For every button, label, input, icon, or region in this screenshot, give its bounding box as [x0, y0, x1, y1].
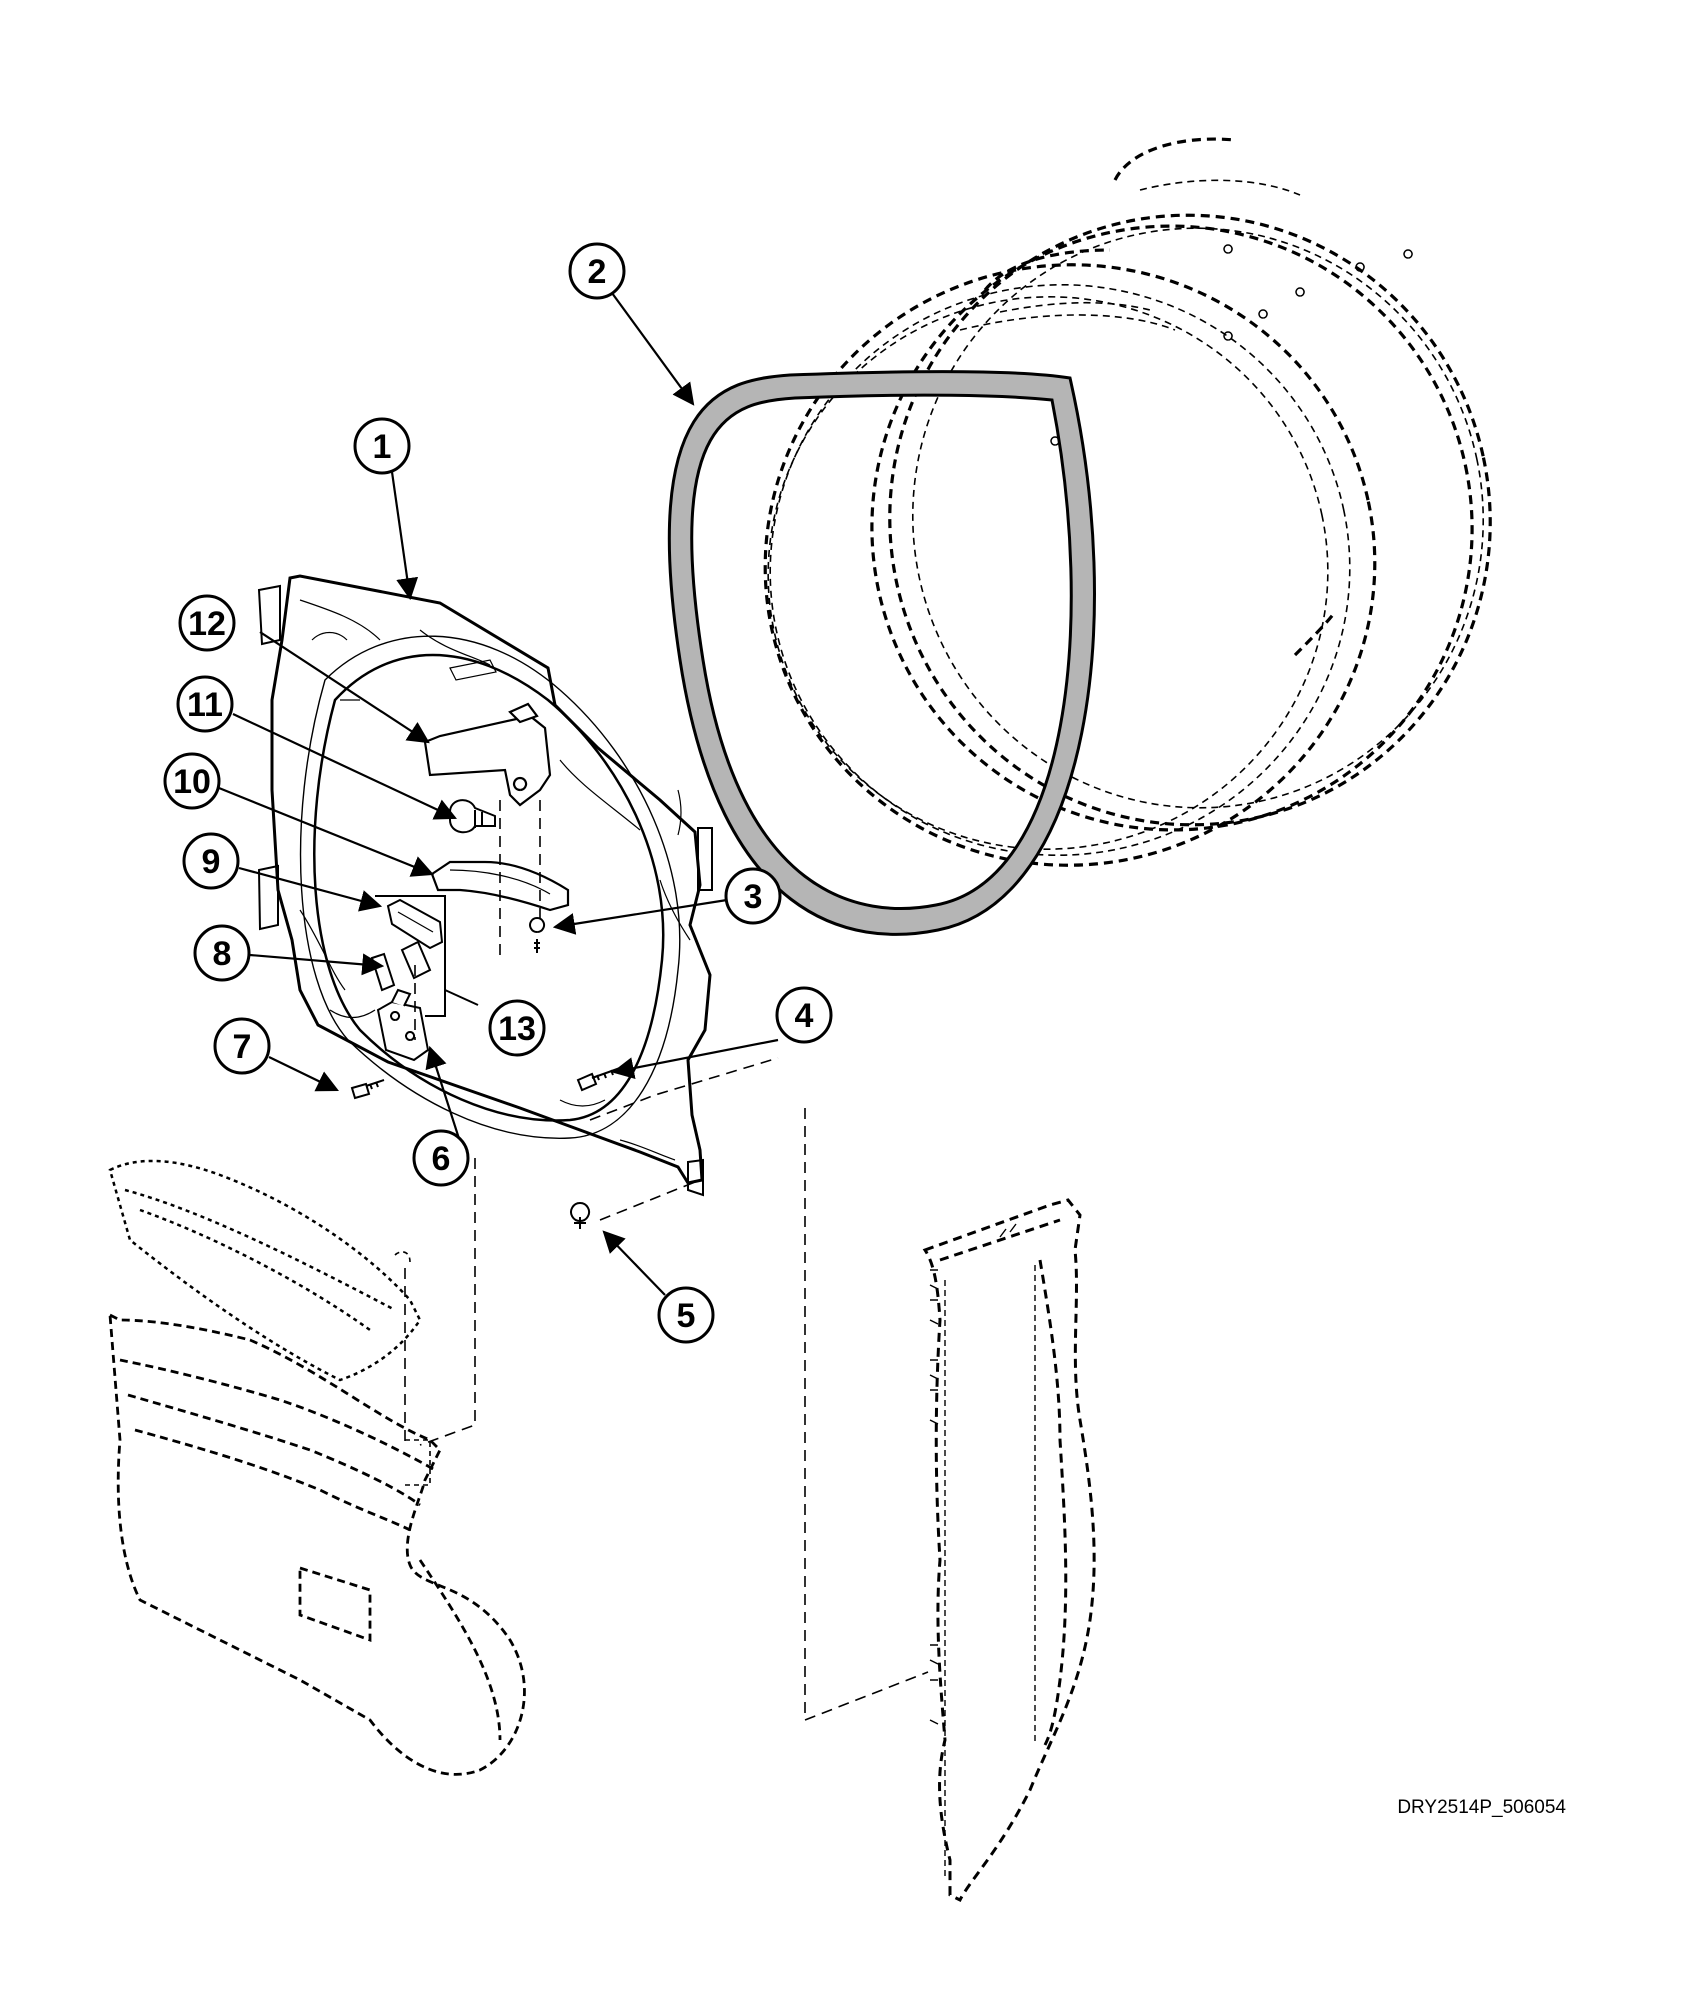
callout-7: 7 — [213, 1017, 271, 1075]
screw — [570, 1202, 591, 1229]
callout-13: 13 — [488, 999, 546, 1057]
screw — [529, 917, 546, 953]
callout-2: 2 — [568, 242, 626, 300]
bracket-lines — [375, 895, 479, 1017]
switch-bracket — [386, 898, 444, 950]
callout-4: 4 — [775, 986, 833, 1044]
callout-number: 6 — [432, 1140, 451, 1178]
toe-panel-phantom — [108, 1159, 526, 1776]
side-panel-phantom — [922, 1198, 1096, 1903]
callouts: 1 2 3 4 5 6 7 8 — [163, 242, 833, 1344]
screw — [576, 1067, 621, 1092]
callout-number: 1 — [373, 428, 392, 466]
callout-number: 9 — [202, 843, 221, 881]
callout-8: 8 — [193, 924, 251, 982]
callout-number: 7 — [233, 1028, 252, 1066]
door-switch — [376, 988, 430, 1062]
callout-number: 5 — [677, 1297, 696, 1335]
callout-number: 3 — [744, 878, 763, 916]
callout-number: 12 — [188, 605, 226, 643]
callout-number: 11 — [187, 686, 223, 724]
callout-number: 4 — [795, 997, 814, 1035]
callout-9: 9 — [182, 832, 240, 890]
callout-number: 13 — [498, 1010, 536, 1048]
screw — [350, 1079, 385, 1100]
callout-number: 8 — [213, 935, 232, 973]
callout-number: 2 — [588, 253, 607, 291]
callout-number: 10 — [173, 763, 211, 801]
callout-12: 12 — [178, 594, 236, 652]
callout-3: 3 — [724, 867, 782, 925]
assembly-lines — [404, 800, 929, 1722]
callout-5: 5 — [657, 1286, 715, 1344]
drawing-id: DRY2514P_506054 — [1397, 1797, 1566, 1818]
leader-lines — [218, 292, 779, 1296]
lamp-housing — [423, 702, 552, 807]
callout-6: 6 — [412, 1129, 470, 1187]
callout-10: 10 — [163, 752, 221, 810]
drum-phantom — [763, 137, 1492, 867]
callout-1: 1 — [353, 417, 411, 475]
drum-seal — [667, 370, 1096, 936]
callout-11: 11 — [176, 675, 234, 733]
